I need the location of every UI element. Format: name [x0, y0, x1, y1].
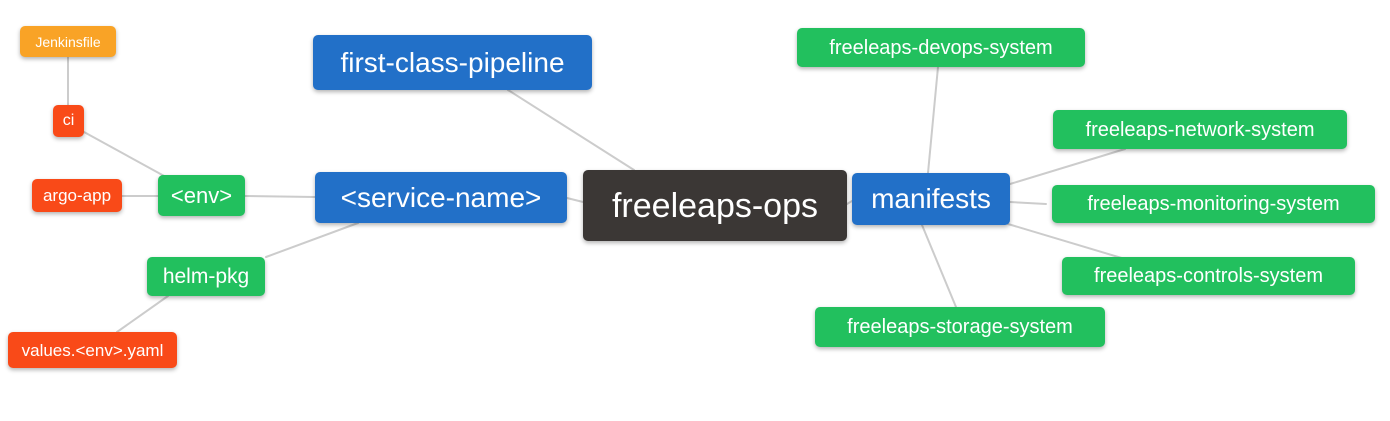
edge-manifests-controls-system [1007, 223, 1126, 260]
edge-manifests-devops-system [927, 66, 939, 174]
node-argo-app[interactable]: argo-app [32, 179, 122, 212]
node-manifests[interactable]: manifests [852, 173, 1010, 225]
node-first-class-pipeline[interactable]: first-class-pipeline [313, 35, 592, 90]
node-jenkinsfile[interactable]: Jenkinsfile [20, 26, 116, 57]
edge-service-name-freeleaps-ops [566, 197, 584, 203]
node-monitoring-system[interactable]: freeleaps-monitoring-system [1052, 185, 1375, 223]
node-service-name[interactable]: <service-name> [315, 172, 567, 223]
edge-service-name-helm-pkg [265, 222, 359, 258]
node-devops-system[interactable]: freeleaps-devops-system [797, 28, 1085, 67]
edge-env-service-name [244, 195, 316, 198]
node-ci[interactable]: ci [53, 105, 84, 137]
node-env[interactable]: <env> [158, 175, 245, 216]
edge-manifests-network-system [1009, 148, 1126, 185]
edge-values-env-yaml-helm-pkg [116, 295, 169, 333]
edge-first-class-pipeline-freeleaps-ops [507, 89, 635, 171]
node-controls-system[interactable]: freeleaps-controls-system [1062, 257, 1355, 295]
node-network-system[interactable]: freeleaps-network-system [1053, 110, 1347, 149]
node-helm-pkg[interactable]: helm-pkg [147, 257, 265, 296]
edge-manifests-storage-system [921, 224, 957, 308]
edge-freeleaps-ops-manifests [846, 200, 853, 205]
node-values-env-yaml[interactable]: values.<env>.yaml [8, 332, 177, 368]
node-storage-system[interactable]: freeleaps-storage-system [815, 307, 1105, 347]
edge-ci-env [83, 131, 167, 178]
edge-manifests-monitoring-system [1009, 201, 1047, 205]
node-freeleaps-ops[interactable]: freeleaps-ops [583, 170, 847, 241]
